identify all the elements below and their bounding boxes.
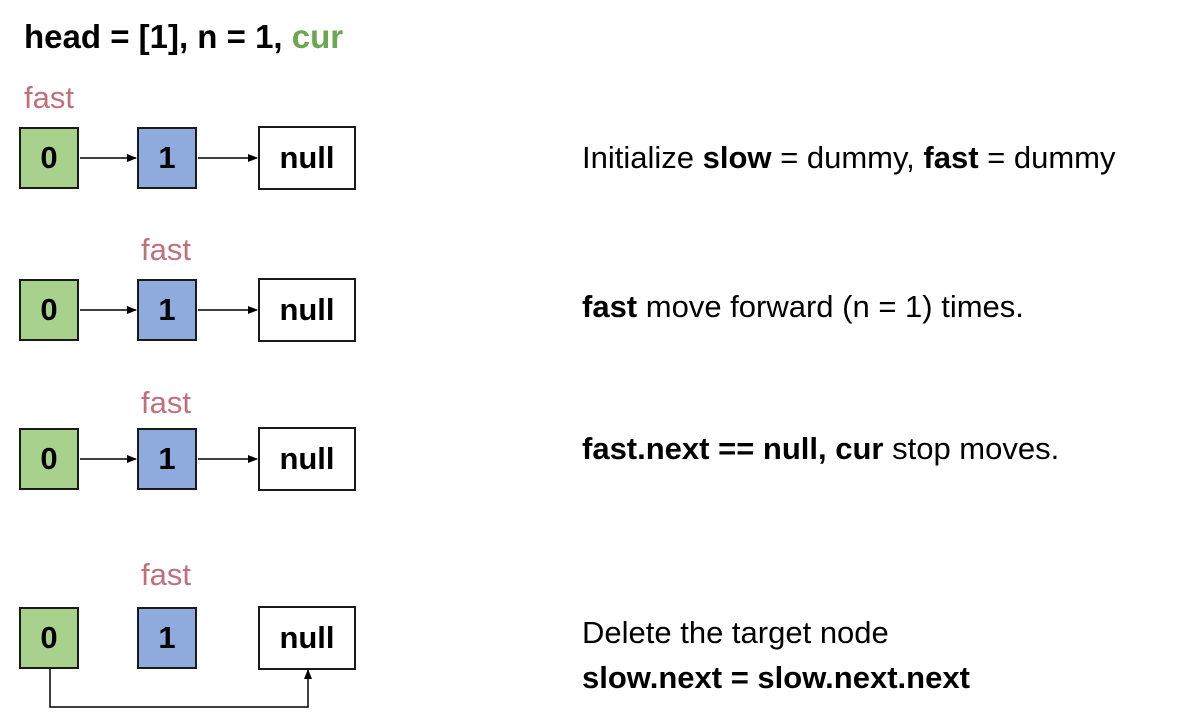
fast-pointer-label-step2: fast xyxy=(141,232,191,267)
step4-description-line1: Delete the target node xyxy=(582,615,889,650)
fast-pointer-label-step4: fast xyxy=(141,557,191,592)
node-one-step2: 1 xyxy=(137,279,197,341)
node-one-step1: 1 xyxy=(137,127,197,189)
step4-description-line2: slow.next = slow.next.next xyxy=(582,660,970,695)
step3-description: fast.next == null, cur stop moves. xyxy=(582,431,1060,466)
step2-description: fast move forward (n = 1) times. xyxy=(582,289,1024,324)
dummy-node-step4: 0 xyxy=(19,607,79,669)
null-node-step4: null xyxy=(258,606,356,670)
null-node-step1: null xyxy=(258,126,356,190)
null-node-step3: null xyxy=(258,427,356,491)
fast-pointer-label-step3: fast xyxy=(141,385,191,420)
fast-pointer-label-step1: fast xyxy=(24,80,74,115)
dummy-node-step3: 0 xyxy=(19,428,79,490)
step1-description: Initialize slow = dummy, fast = dummy xyxy=(582,140,1116,175)
title-prefix: head = [1], n = 1, xyxy=(24,18,292,55)
title-cur: cur xyxy=(291,18,344,55)
dummy-node-step1: 0 xyxy=(19,127,79,189)
node-one-step3: 1 xyxy=(137,428,197,490)
node-one-step4: 1 xyxy=(137,607,197,669)
null-node-step2: null xyxy=(258,278,356,342)
diagram-title: head = [1], n = 1, cur xyxy=(24,18,343,56)
dummy-node-step2: 0 xyxy=(19,279,79,341)
arrow-0-to-null-bypass xyxy=(49,669,312,708)
